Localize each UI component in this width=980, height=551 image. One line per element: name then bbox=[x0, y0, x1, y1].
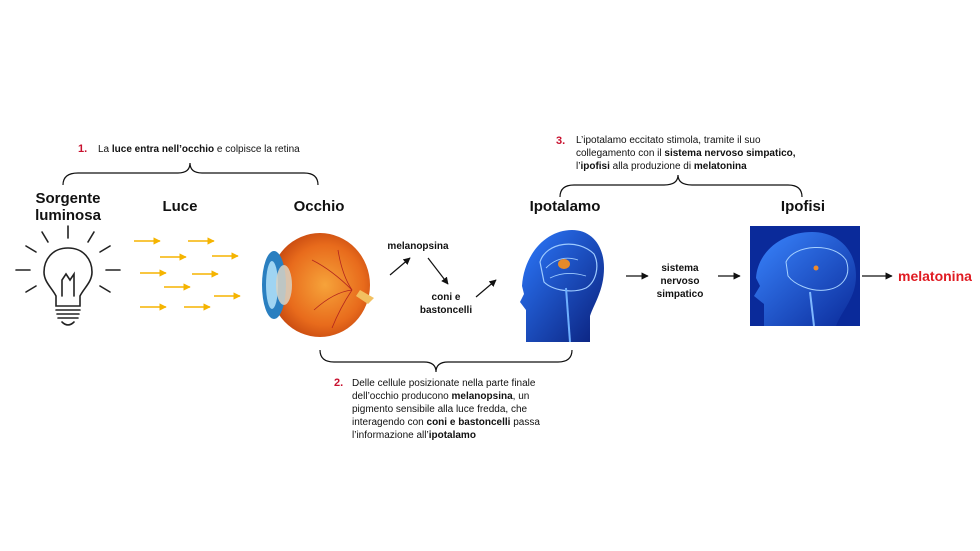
text-run: sistema nervoso simpatico, bbox=[664, 148, 796, 159]
node-melanopsin: melanopsina bbox=[387, 241, 449, 252]
step-3-text: 3. L’ipotalamo eccitato stimola, tramite… bbox=[552, 134, 796, 173]
text-run: interagendo con bbox=[352, 417, 427, 428]
step-2-number: 2. bbox=[334, 377, 344, 389]
arrow-cones-hypothalamus bbox=[475, 279, 497, 298]
node-sympathetic: sistema nervoso simpatico bbox=[656, 263, 704, 300]
brain-head-icon bbox=[520, 230, 604, 343]
step-1-text: 1. La luce entra nell’occhio e colpisce … bbox=[78, 143, 300, 156]
text-run: passa bbox=[510, 417, 540, 428]
step-2-desc: Delle cellule posizionate nella parte fi… bbox=[352, 377, 540, 442]
text-line: dell’occhio producono melanopsina, un bbox=[352, 390, 540, 403]
text-line: L’ipotalamo eccitato stimola, tramite il… bbox=[576, 134, 796, 147]
text-run: l’informazione all’ bbox=[352, 430, 429, 441]
text-line: interagendo con coni e bastoncelli passa bbox=[352, 416, 540, 429]
node-cones: coni e bastoncelli bbox=[419, 292, 473, 316]
step-1-number: 1. bbox=[78, 143, 88, 155]
text-run: pigmento sensibile alla luce fredda, che bbox=[352, 404, 528, 415]
eye-anatomy-icon bbox=[262, 233, 374, 337]
arrow-melanopsin-cones bbox=[427, 257, 449, 285]
step-2-text: 2. Delle cellule posizionate nella parte… bbox=[334, 377, 540, 442]
light-arrows bbox=[134, 237, 241, 311]
label-pituitary: Ipofisi bbox=[780, 198, 826, 215]
step-3-number: 3. bbox=[556, 135, 566, 147]
label-source: Sorgente luminosa bbox=[35, 190, 101, 224]
text-run: alla produzione di bbox=[609, 161, 694, 172]
text-run: luce entra nell’occhio bbox=[111, 144, 215, 155]
brace-step-3 bbox=[559, 174, 803, 198]
node-melatonin: melatonina bbox=[898, 268, 972, 284]
text-run: l’ bbox=[576, 161, 581, 172]
pituitary-head-icon bbox=[750, 226, 860, 326]
text-run: melatonina bbox=[693, 161, 747, 172]
brace-step-1 bbox=[62, 162, 319, 186]
text-line: collegamento con il sistema nervoso simp… bbox=[576, 147, 796, 160]
step-1-desc: La luce entra nell’occhio e colpisce la … bbox=[98, 144, 300, 155]
text-run: Delle cellule posizionate nella parte fi… bbox=[352, 378, 536, 389]
text-run: La bbox=[97, 144, 112, 155]
brace-step-2 bbox=[319, 349, 573, 373]
text-run: dell’occhio producono bbox=[352, 391, 452, 402]
text-line: pigmento sensibile alla luce fredda, che bbox=[352, 403, 540, 416]
step-3-desc: L’ipotalamo eccitato stimola, tramite il… bbox=[576, 134, 796, 173]
text-line: l’ipofisi alla produzione di melatonina bbox=[576, 160, 796, 173]
label-eye: Occhio bbox=[293, 198, 345, 215]
text-run: e colpisce la retina bbox=[214, 144, 300, 155]
lightbulb-icon bbox=[15, 225, 121, 326]
text-run: ipofisi bbox=[580, 161, 610, 172]
text-line: l’informazione all’ipotalamo bbox=[352, 429, 540, 442]
text-run: L’ipotalamo eccitato stimola, tramite il… bbox=[576, 135, 761, 146]
arrow-eye-melanopsin bbox=[389, 257, 411, 276]
text-line: Delle cellule posizionate nella parte fi… bbox=[352, 377, 540, 390]
label-hypothalamus: Ipotalamo bbox=[529, 198, 601, 215]
text-run: ipotalamo bbox=[428, 430, 476, 441]
text-run: coni e bastoncelli bbox=[426, 417, 511, 428]
label-light: Luce bbox=[162, 198, 198, 215]
text-run: melanopsina bbox=[451, 391, 513, 402]
text-run: , un bbox=[512, 391, 530, 402]
text-run: collegamento con il bbox=[576, 148, 665, 159]
